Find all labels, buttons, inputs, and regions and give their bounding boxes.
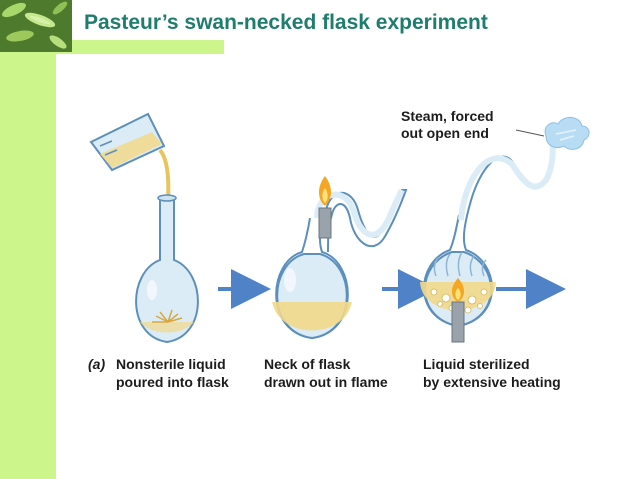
steam-label-line2: out open end: [401, 125, 489, 141]
caption-1-line2: poured into flask: [116, 374, 229, 390]
bunsen-burner-1: [318, 176, 332, 239]
flask-heating: [420, 137, 556, 328]
flask-neck-drawn: [272, 188, 408, 340]
caption-2-line2: drawn out in flame: [264, 374, 388, 390]
steam-pointer-line: [515, 129, 545, 137]
caption-3-line1: Liquid sterilized: [423, 356, 530, 372]
left-accent-band: [0, 0, 56, 479]
caption-2-line1: Neck of flask: [264, 356, 351, 372]
flask-nonsterile: [135, 194, 199, 344]
panel-letter: (a): [88, 356, 105, 372]
caption-3-line2: by extensive heating: [423, 374, 561, 390]
flask-experiment-diagram: Steam, forced out open end (a) Nonsteril…: [88, 108, 590, 390]
title-underline-band: [56, 40, 224, 54]
caption-1-line1: Nonsterile liquid: [116, 356, 226, 372]
bunsen-burner-2: [451, 278, 465, 343]
beaker: [89, 112, 166, 172]
slide-title: Pasteur’s swan-necked flask experiment: [84, 11, 488, 34]
steam-cloud: [544, 117, 590, 150]
steam-label-line1: Steam, forced: [401, 108, 494, 124]
bacteria-photo: [0, 0, 72, 52]
